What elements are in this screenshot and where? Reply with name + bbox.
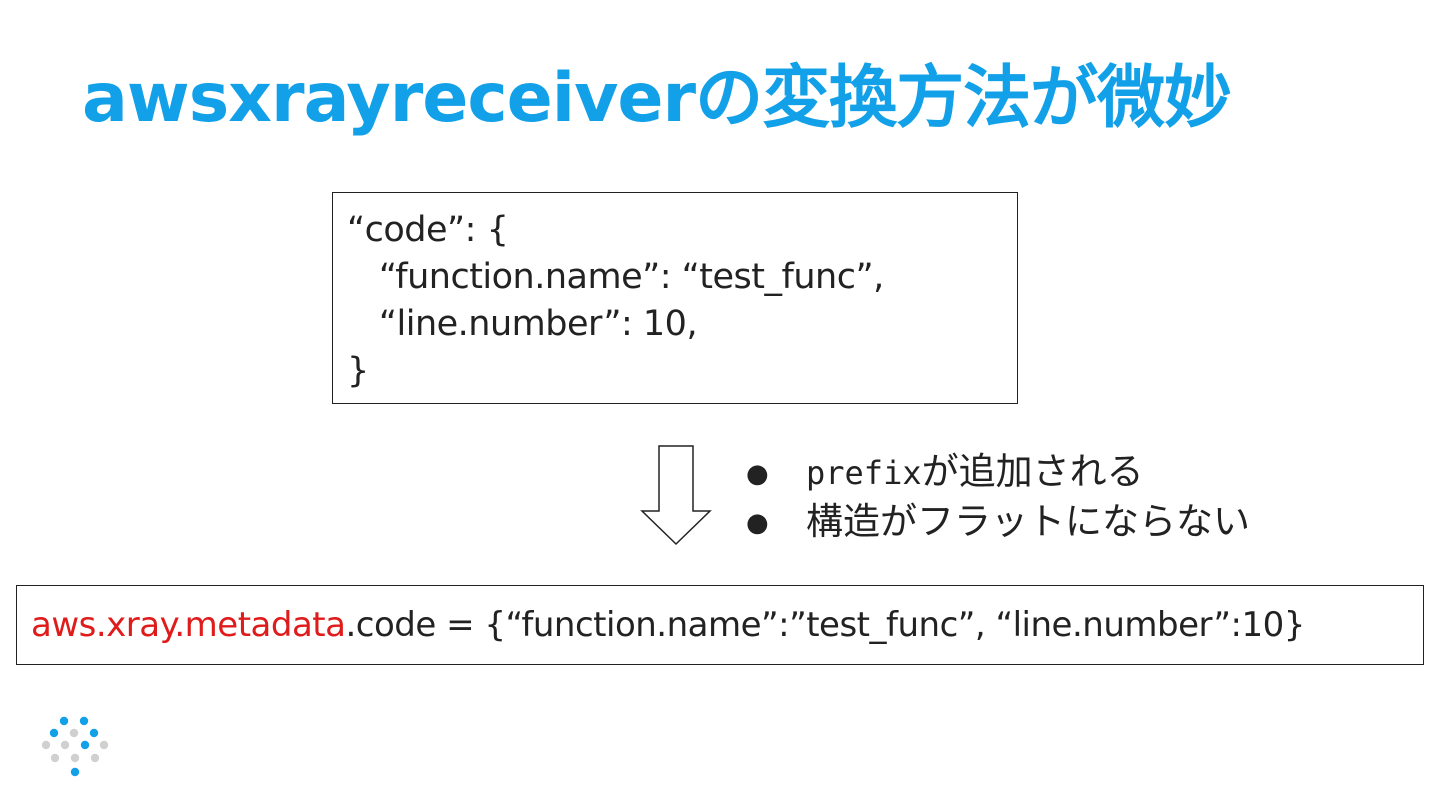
bullet-item: ● 構造がフラットにならない (746, 498, 1250, 548)
bullet-item: ● prefixが追加される (746, 448, 1250, 498)
bullet-dot-icon: ● (746, 508, 769, 538)
code-line: } (347, 351, 369, 391)
code-line: “line.number”: 10, (347, 304, 698, 344)
dot-pattern-logo-icon (41, 716, 109, 777)
result-prefix: aws.xray.metadata (31, 605, 346, 645)
result-block: aws.xray.metadata.code = {“function.name… (16, 585, 1424, 665)
slide-title: awsxrayreceiverの変換方法が微妙 (82, 59, 1232, 138)
bullet-text: 構造がフラットにならない (806, 499, 1250, 543)
bullet-dot-icon: ● (746, 458, 769, 489)
code-line: “function.name”: “test_func”, (347, 257, 884, 297)
bullet-text: が追加される (921, 450, 1144, 493)
bullet-list: ● prefixが追加される ● 構造がフラットにならない (746, 448, 1250, 547)
down-arrow-icon (640, 445, 712, 546)
bullet-code: prefix (806, 454, 922, 492)
result-rest: .code = {“function.name”:”test_func”, “l… (345, 605, 1305, 645)
code-line: “code”: { (347, 210, 509, 250)
code-block: “code”: { “function.name”: “test_func”, … (332, 192, 1018, 404)
